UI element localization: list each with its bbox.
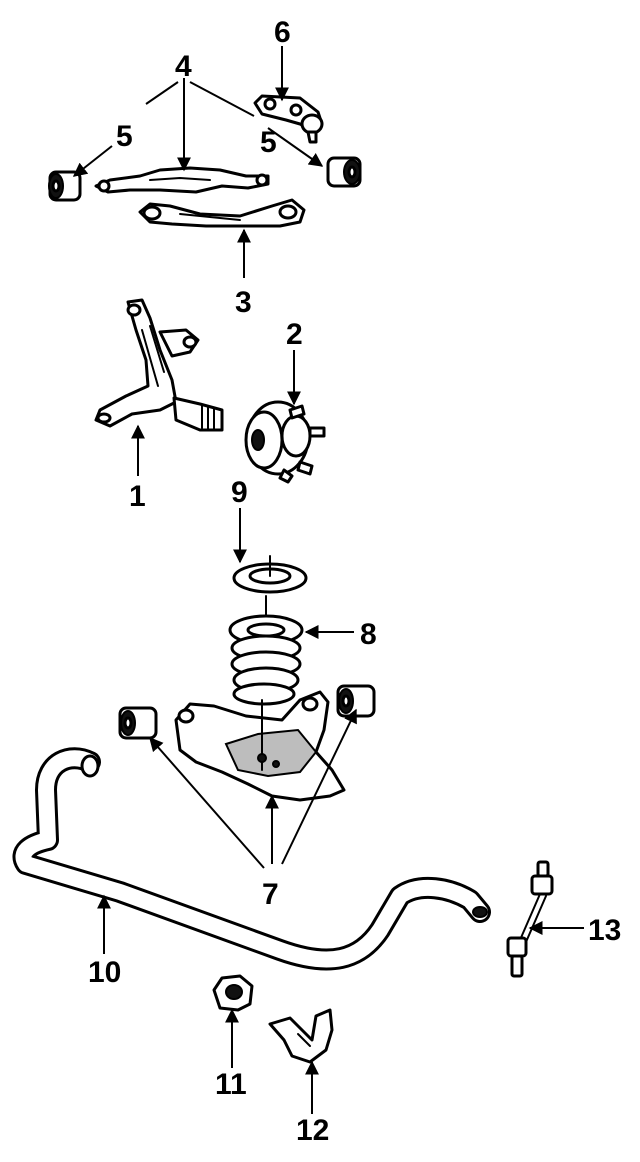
callout-1: 1 [129, 480, 146, 513]
stabilizer-bar-part [12, 747, 491, 971]
callout-10: 10 [88, 956, 121, 989]
callout-4: 4 [175, 50, 192, 83]
lower-arm-bushing-left-part [118, 706, 158, 740]
stabilizer-bracket-part [268, 1008, 334, 1064]
callout-5-right: 5 [260, 126, 277, 159]
callout-6: 6 [274, 16, 291, 49]
callout-2: 2 [286, 318, 303, 351]
bushing-left-part [48, 170, 82, 202]
callout-12: 12 [296, 1114, 329, 1147]
spring-insulator-part [232, 555, 308, 594]
bushing-right-part [326, 156, 362, 188]
callout-9: 9 [231, 476, 248, 509]
callout-11: 11 [215, 1068, 247, 1101]
stabilizer-link-part [506, 860, 554, 978]
callout-7: 7 [262, 878, 279, 911]
callout-5-left: 5 [116, 120, 133, 153]
ball-joint-part [253, 94, 324, 144]
upper-control-arm-part [94, 166, 270, 194]
lower-arm-link-part [138, 198, 306, 228]
steering-knuckle-part [94, 298, 224, 432]
callout-13: 13 [588, 914, 621, 947]
leader-lines [72, 46, 584, 1114]
callout-labels: 6 4 5 5 3 2 1 9 8 7 10 13 11 12 [88, 16, 621, 1147]
coil-spring-part [228, 595, 304, 706]
callout-3: 3 [235, 286, 252, 319]
stabilizer-bushing-part [212, 974, 254, 1012]
callout-8: 8 [360, 618, 377, 651]
wheel-hub-part [244, 400, 326, 484]
lower-control-arm-part [174, 690, 346, 802]
